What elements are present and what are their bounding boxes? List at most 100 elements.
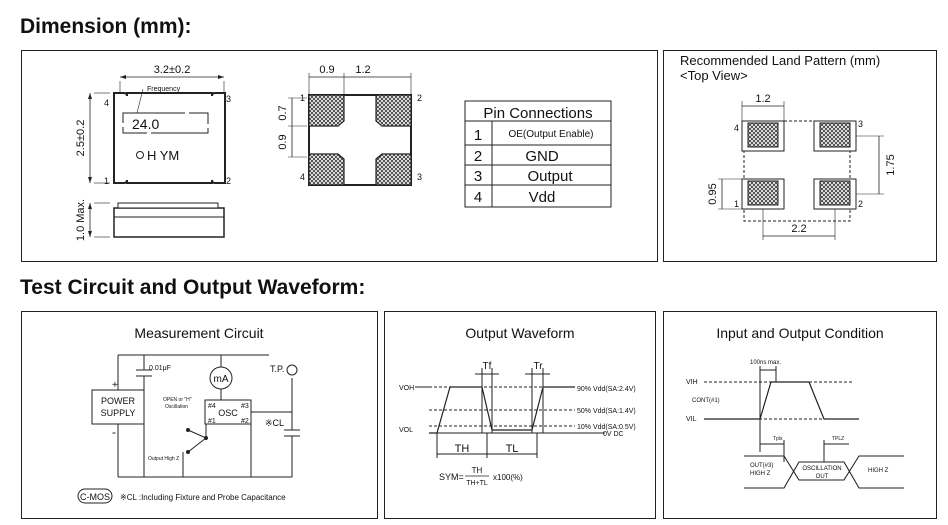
- osc-pin3: #3: [241, 403, 249, 410]
- pin-row-4-name: Vdd: [529, 189, 556, 206]
- dimension-title: Dimension (mm):: [20, 15, 192, 38]
- oscillation-label: OSCILLATION: [802, 466, 841, 472]
- cl-note: ※CL :Including Fixture and Probe Capacit…: [120, 493, 286, 502]
- measurement-circuit-panel: Measurement Circuit POWER SUPPLY + - 0.0…: [21, 311, 378, 519]
- osc-pin2: #2: [241, 418, 249, 425]
- output-waveform-panel: Output Waveform Tf Tr VOH VOL 90% Vdd(SA…: [384, 311, 656, 519]
- tr-label: Tr: [533, 361, 543, 372]
- test-point-icon: [286, 364, 298, 376]
- package-top-view: 3.2±0.2 2.5±0.2 4 3 1 2 Frequency 24.0 H…: [75, 64, 231, 186]
- pin-row-3-name: Output: [527, 168, 573, 185]
- voh-label: VOH: [399, 385, 414, 392]
- land-pad-1: [741, 178, 785, 210]
- land-pin4-label: 4: [734, 123, 739, 133]
- bottom-pin1-label: 1: [300, 93, 305, 103]
- pin4-label: 4: [104, 98, 109, 108]
- sym-denominator: TH+TL: [466, 480, 488, 487]
- th-label: TH: [455, 443, 470, 455]
- tpls-label: Tpls: [773, 436, 783, 442]
- vih-label: VIH: [686, 379, 698, 386]
- io-condition-diagram: Input and Output Condition 100ns max. VI…: [686, 325, 904, 489]
- pin-row-2-name: GND: [525, 148, 559, 165]
- land-pattern-drawing: Recommended Land Pattern (mm) <Top View>…: [680, 53, 897, 240]
- land-dim-top: 1.2: [755, 93, 770, 105]
- ammeter-label: mA: [214, 374, 229, 385]
- pad-width-1: 0.9: [319, 64, 334, 76]
- level-90-label: 90% Vdd(SA:2.4V): [577, 386, 636, 393]
- sym-label: SYM=: [439, 472, 464, 482]
- sym-tail: x100(%): [493, 473, 523, 482]
- cmos-badge: [77, 488, 113, 504]
- bottom-pin3-label: 3: [417, 172, 422, 182]
- high-z-label: HIGH Z: [868, 468, 889, 474]
- capacitor-label: 0.01μF: [149, 365, 171, 372]
- open-label: OPEN or "H": [163, 397, 192, 403]
- psu-label-1: POWER: [101, 396, 136, 406]
- psu-minus: -: [112, 425, 116, 439]
- pin2-label: 2: [226, 176, 231, 186]
- io-title: Input and Output Condition: [716, 325, 883, 341]
- package-bottom-view: 0.9 1.2 0.7 0.9 1 2 4 3: [277, 64, 422, 186]
- vil-label: VIL: [686, 416, 697, 423]
- land-pin3-label: 3: [858, 119, 863, 129]
- out-label: OUT(#3): [750, 463, 773, 469]
- pin1-label: 1: [104, 176, 109, 186]
- land-pin2-label: 2: [858, 199, 863, 209]
- pin-row-2-num: 2: [474, 148, 482, 165]
- land-pattern-title: Recommended Land Pattern (mm): [680, 53, 880, 68]
- cont-label: CONT(#1): [692, 398, 720, 404]
- oscillation-out-label: OUT: [816, 474, 829, 480]
- osc-pin1: #1: [208, 418, 216, 425]
- land-pad-2: [813, 178, 857, 210]
- tl-label: TL: [506, 443, 519, 455]
- land-pin1-label: 1: [734, 199, 739, 209]
- pin1-marker-icon: [136, 151, 144, 159]
- bottom-pin2-label: 2: [417, 93, 422, 103]
- osc-pin4: #4: [208, 403, 216, 410]
- level-10-label: 10% Vdd(SA:0.5V): [577, 424, 636, 431]
- land-pattern-subtitle: <Top View>: [680, 68, 748, 83]
- height-max-dimension: 1.0 Max.: [75, 199, 87, 241]
- level-50-label: 50% Vdd(SA:1.4V): [577, 408, 636, 415]
- land-dim-left: 0.95: [707, 183, 719, 204]
- cmos-label: C-MOS: [80, 492, 110, 502]
- power-supply-box: [91, 389, 145, 425]
- land-pad-4: [741, 120, 785, 152]
- measurement-title: Measurement Circuit: [134, 325, 263, 341]
- out-high-z-label: HIGH Z: [750, 471, 771, 477]
- tf-label: Tf: [483, 361, 492, 372]
- frequency-value: 24.0: [132, 116, 159, 132]
- test-circuit-title: Test Circuit and Output Waveform:: [20, 276, 366, 299]
- waveform-title: Output Waveform: [465, 325, 574, 341]
- land-pad-3: [813, 120, 857, 152]
- level-0-label: 0V DC: [603, 431, 624, 438]
- osc-box: [204, 399, 252, 425]
- measurement-circuit-diagram: Measurement Circuit POWER SUPPLY + - 0.0…: [77, 325, 300, 504]
- frequency-label: Frequency: [147, 86, 181, 93]
- osc-label: OSC: [218, 408, 238, 418]
- land-pattern-panel: Recommended Land Pattern (mm) <Top View>…: [663, 50, 937, 262]
- pin3-label: 3: [226, 94, 231, 104]
- dimension-drawing: 3.2±0.2 2.5±0.2 4 3 1 2 Frequency 24.0 H…: [75, 64, 612, 241]
- pad-height-1: 0.7: [277, 105, 289, 120]
- oscillation-label: Oscillation: [165, 404, 188, 410]
- max-label: 100ns max.: [750, 360, 781, 366]
- pin-table-header: Pin Connections: [483, 105, 592, 122]
- land-dim-bottom: 2.2: [791, 223, 806, 235]
- marking-text: H YM: [147, 148, 179, 163]
- pad-width-2: 1.2: [355, 64, 370, 76]
- land-dim-right: 1.75: [885, 154, 897, 175]
- test-point-label: T.P.: [270, 364, 284, 374]
- pin-row-3-num: 3: [474, 168, 482, 185]
- psu-label-2: SUPPLY: [101, 408, 136, 418]
- ammeter-icon: [209, 366, 233, 390]
- pin-row-1-num: 1: [474, 127, 482, 144]
- height-dimension: 2.5±0.2: [75, 120, 87, 157]
- pin-row-1-name: OE(Output Enable): [508, 129, 593, 140]
- vol-label: VOL: [399, 427, 413, 434]
- width-dimension: 3.2±0.2: [154, 64, 191, 76]
- package-side-view: 1.0 Max.: [75, 199, 225, 241]
- tplz-label: TPLZ: [832, 436, 844, 442]
- cl-label: ※CL: [265, 418, 284, 428]
- sym-numerator: TH: [472, 466, 483, 475]
